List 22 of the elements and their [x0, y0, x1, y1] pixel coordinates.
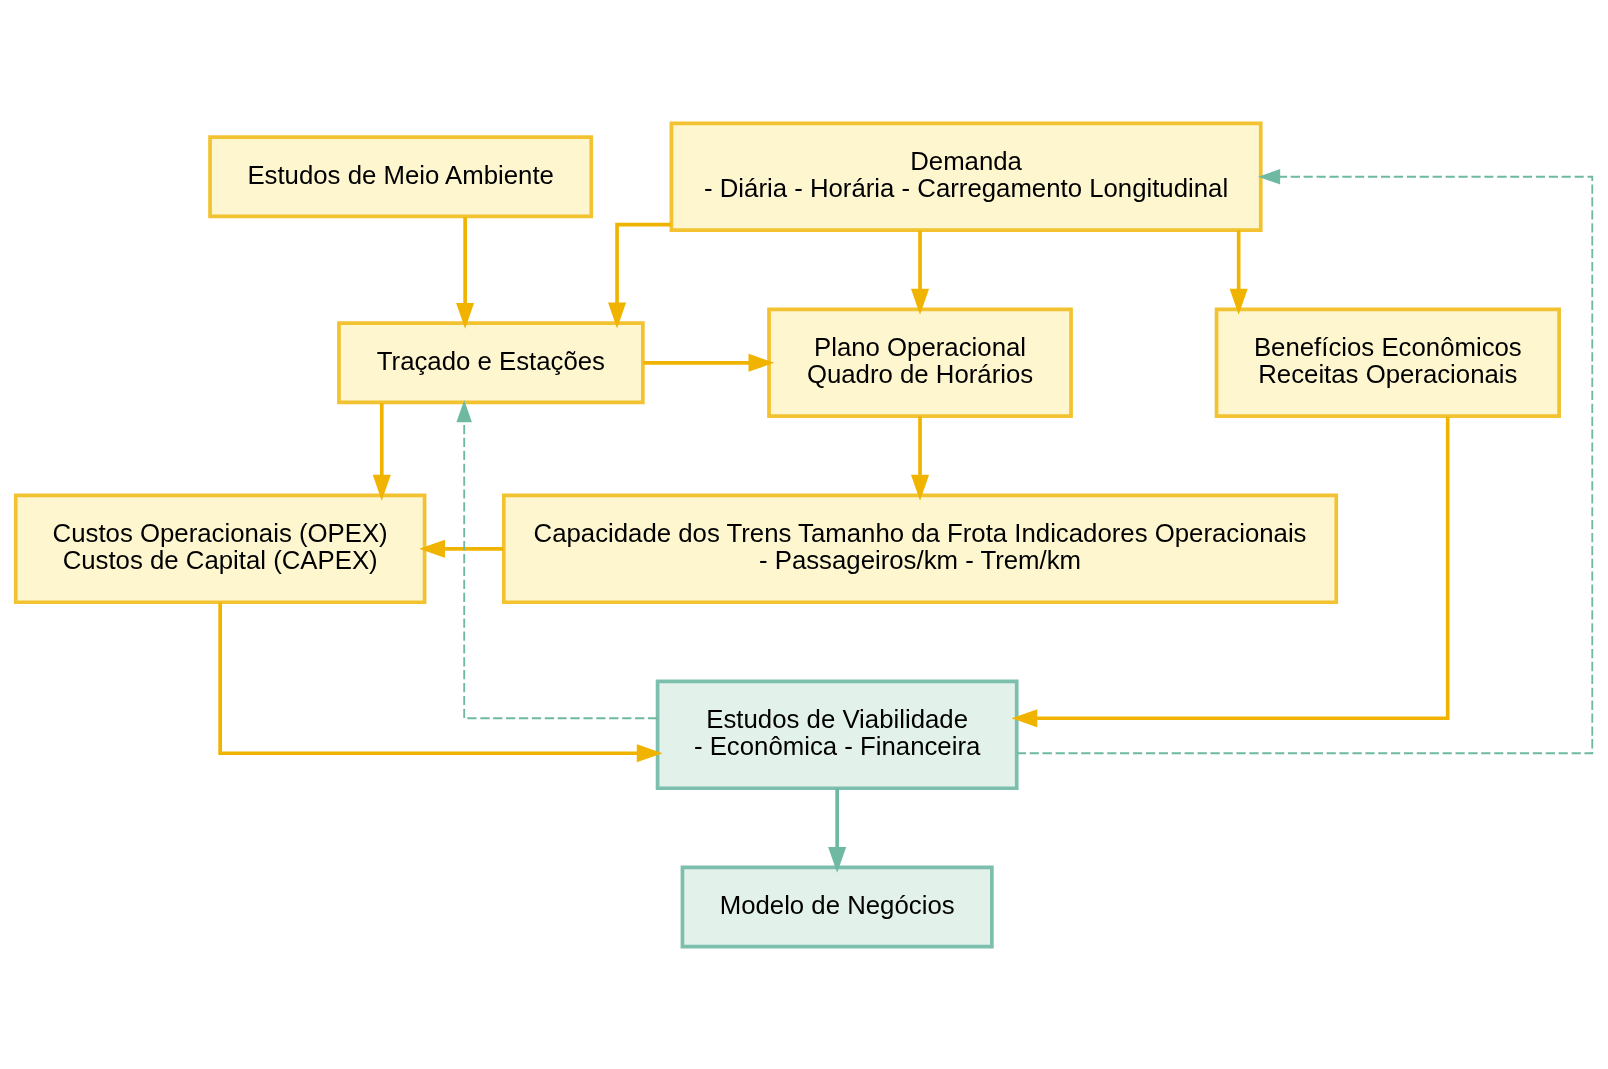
node-box: Capacidade dos Trens Tamanho da Frota Indicadores Operacionais - Passageiros/km - Trem/km — [501, 493, 1339, 604]
arrow — [419, 539, 504, 558]
arrow — [218, 602, 663, 762]
node-box: Estudos de Meio Ambiente — [208, 134, 594, 218]
node-box: Demanda - Diária - Horária - Carregamento Longitudinal — [669, 121, 1263, 232]
arrow — [372, 402, 391, 501]
arrow — [1011, 416, 1450, 727]
node-box: Estudos de Viabilidade - Econômica - Financeira — [655, 679, 1019, 790]
node-box: Traçado e Estações — [337, 320, 645, 404]
arrow — [643, 353, 775, 372]
node-box: Custos Operacionais (OPEX) Custos de Capital (CAPEX) — [13, 493, 427, 604]
arrow — [608, 222, 671, 328]
arrow — [456, 399, 659, 719]
arrow — [456, 216, 475, 329]
node-box: Benefícios Econômicos Receitas Operacionais — [1214, 307, 1561, 418]
arrow — [828, 787, 847, 873]
arrow — [911, 416, 930, 501]
node-box: Modelo de Negócios — [680, 865, 994, 948]
node-box: Plano Operacional Quadro de Horários — [767, 307, 1073, 418]
arrow — [1229, 230, 1248, 315]
arrow — [1016, 168, 1594, 754]
arrow — [911, 230, 930, 315]
